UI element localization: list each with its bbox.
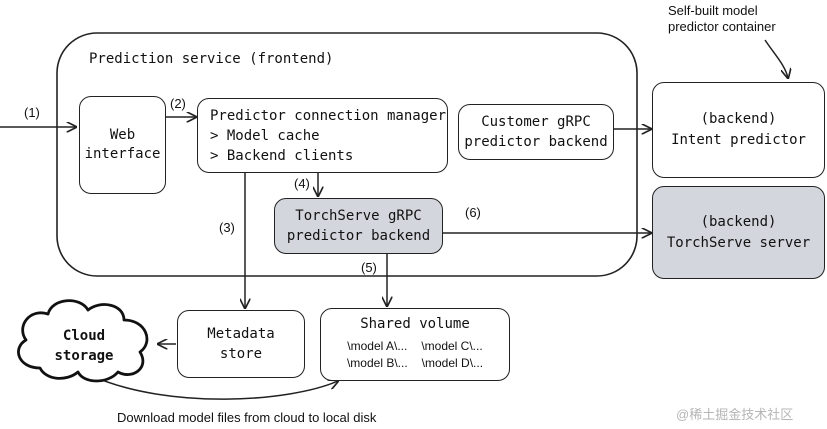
model-d-path: \model D\... [421, 356, 484, 370]
connection-manager-item-clients: > Backend clients [210, 147, 354, 164]
shared-volume-box: Shared volume \model A\... \model C\... … [320, 308, 510, 381]
arrow-download [91, 375, 338, 400]
model-b-path: \model B\... [346, 356, 408, 370]
cloud-storage-line2: storage [54, 348, 114, 364]
step-label-6: (6) [465, 205, 481, 220]
frontend-label: Prediction service (frontend) [89, 51, 334, 67]
cloud-storage-label: Cloud storage [44, 326, 124, 366]
metadata-store-line2: store [219, 346, 263, 362]
web-interface-line2: interface [84, 146, 161, 162]
torchserve-grpc-box: TorchServe gRPC predictor backend [274, 198, 443, 254]
connection-manager-title: Predictor connection manager [210, 107, 447, 124]
torchserve-server-line2: TorchServe server [666, 234, 811, 251]
model-c-path: \model C\... [421, 339, 483, 353]
connection-manager-item-cache: > Model cache [210, 127, 320, 144]
step-label-4: (4) [294, 176, 310, 191]
intent-predictor-line2: Intent predictor [671, 132, 806, 148]
connection-manager-box: Predictor connection manager > Model cac… [197, 98, 448, 173]
web-interface-box: Web interface [79, 96, 166, 194]
torchserve-grpc-line2: predictor backend [286, 228, 431, 244]
watermark: @稀土掘金技术社区 [676, 407, 794, 422]
torchserve-server-box: (backend) TorchServe server [652, 186, 825, 279]
download-caption: Download model files from cloud to local… [117, 410, 377, 425]
self-built-note-line1: Self-built model [668, 3, 758, 18]
arrow-self-built-note [764, 39, 788, 78]
intent-predictor-line1: (backend) [700, 111, 777, 127]
customer-grpc-line2: predictor backend [464, 134, 608, 150]
cloud-storage-line1: Cloud [62, 328, 106, 344]
self-built-note: Self-built model predictor container [668, 3, 776, 35]
intent-predictor-box: (backend) Intent predictor [652, 82, 825, 178]
shared-volume-row2: \model B\... \model D\... [347, 355, 483, 372]
step-label-5: (5) [361, 260, 377, 275]
self-built-note-line2: predictor container [668, 19, 776, 34]
metadata-store-box: Metadata store [177, 310, 305, 378]
step-label-2: (2) [170, 96, 186, 111]
customer-grpc-line1: Customer gRPC [481, 114, 591, 130]
model-a-path: \model A\... [347, 339, 408, 353]
metadata-store-line1: Metadata [207, 326, 275, 342]
web-interface-line1: Web [109, 127, 136, 143]
cloud-storage-shape [17, 299, 149, 383]
torchserve-server-line1: (backend) [700, 213, 777, 230]
shared-volume-row1: \model A\... \model C\... [347, 338, 482, 355]
step-label-3: (3) [219, 220, 235, 235]
frontend-container [56, 32, 638, 277]
customer-grpc-box: Customer gRPC predictor backend [458, 104, 614, 160]
shared-volume-title: Shared volume [360, 316, 470, 332]
torchserve-grpc-line1: TorchServe gRPC [295, 208, 422, 224]
step-label-1: (1) [24, 105, 40, 120]
